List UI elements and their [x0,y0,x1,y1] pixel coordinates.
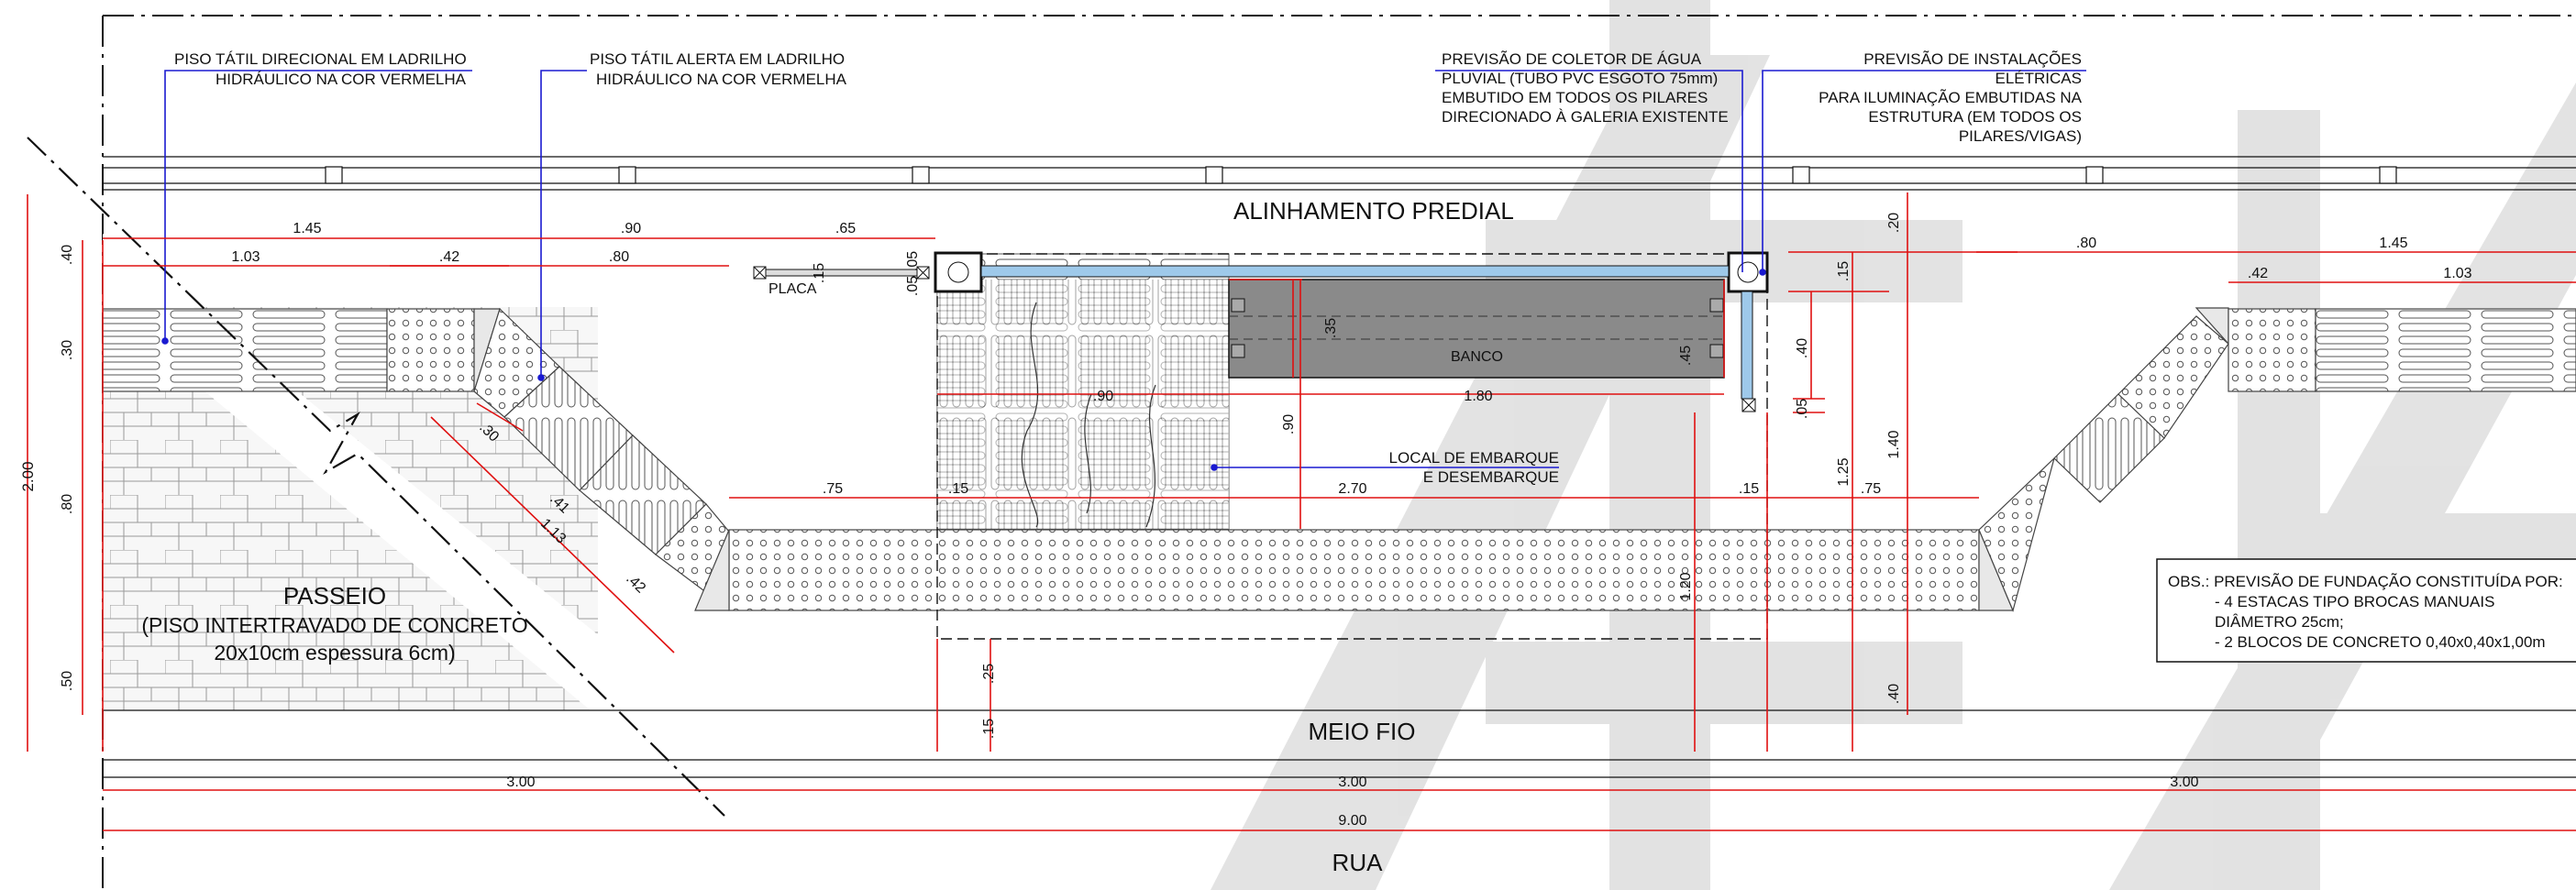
svg-text:.80: .80 [60,494,75,514]
label-placa: PLACA [768,281,817,297]
svg-text:PISO TÁTIL ALERTA EM LADRILHO: PISO TÁTIL ALERTA EM LADRILHO [590,50,845,68]
label-meio-fio: MEIO FIO [1309,718,1416,745]
tactile-band [694,529,2014,611]
svg-text:.90: .90 [1281,414,1297,434]
svg-text:.25: .25 [981,664,997,684]
svg-text:.15: .15 [1739,481,1759,497]
svg-text:1.25: 1.25 [1836,457,1852,486]
svg-text:.20: .20 [1886,213,1902,233]
svg-text:.80: .80 [609,249,629,265]
svg-text:1.45: 1.45 [293,221,321,236]
sign-placa [753,266,930,280]
svg-text:.42: .42 [2248,266,2268,281]
label-passeio-2: (PISO INTERTRAVADO DE CONCRETO [141,613,527,637]
svg-text:EMBUTIDO EM TODOS OS PILARES: EMBUTIDO EM TODOS OS PILARES [1442,89,1708,106]
svg-text:.75: .75 [1861,481,1881,497]
curb-lines [103,709,2576,778]
note-rainwater: PREVISÃO DE COLETOR DE ÁGUA PLUVIAL (TUB… [1442,50,1729,126]
svg-text:.50: .50 [60,671,75,691]
svg-text:- 2 BLOCOS DE CONCRETO 0,40x0,: - 2 BLOCOS DE CONCRETO 0,40x0,40x1,00m [2215,633,2546,651]
svg-text:- 4 ESTACAS TIPO BROCAS MANUAI: - 4 ESTACAS TIPO BROCAS MANUAIS [2215,593,2494,610]
break-line [27,137,725,817]
svg-text:.75: .75 [823,481,843,497]
svg-text:.35: .35 [1323,318,1339,338]
svg-text:3.00: 3.00 [1338,775,1366,790]
svg-text:3.00: 3.00 [506,775,535,790]
pillars [934,251,1769,412]
svg-text:ELÉTRICAS: ELÉTRICAS [1996,70,2082,87]
svg-text:.15: .15 [1836,261,1852,281]
svg-text:1.40: 1.40 [1886,430,1902,458]
note-tactile-directional: PISO TÁTIL DIRECIONAL EM LADRILHO HIDRÁU… [174,50,467,88]
label-embarque-1: LOCAL DE EMBARQUE [1389,449,1559,467]
svg-text:HIDRÁULICO NA COR VERMELHA: HIDRÁULICO NA COR VERMELHA [216,71,467,88]
svg-text:PILARES/VIGAS): PILARES/VIGAS) [1959,127,2082,145]
property-line [103,156,2576,191]
boarding-area [936,253,1230,530]
svg-text:.42: .42 [623,571,648,597]
svg-text:.80: .80 [2076,236,2096,251]
obs-box: OBS.: PREVISÃO DE FUNDAÇÃO CONSTITUÍDA P… [2156,558,2576,663]
label-banco: BANCO [1451,349,1503,365]
svg-text:.15: .15 [948,481,968,497]
svg-text:.05: .05 [1795,399,1810,419]
leaders [161,70,2086,471]
svg-text:PARA ILUMINAÇÃO EMBUTIDAS NA: PARA ILUMINAÇÃO EMBUTIDAS NA [1819,89,2083,106]
svg-text:PISO TÁTIL DIRECIONAL EM LADRI: PISO TÁTIL DIRECIONAL EM LADRILHO [174,50,467,68]
label-passeio-3: 20x10cm espessura 6cm) [214,641,455,665]
svg-text:.45: .45 [1678,346,1694,366]
svg-text:DIÂMETRO 25cm;: DIÂMETRO 25cm; [2215,613,2344,631]
dimension-lines [27,192,2576,831]
svg-text:OBS.: PREVISÃO DE FUNDAÇÃO CON: OBS.: PREVISÃO DE FUNDAÇÃO CONSTITUÍDA P… [2168,573,2563,590]
svg-text:ESTRUTURA (EM TODOS OS: ESTRUTURA (EM TODOS OS [1868,108,2082,126]
bench [1228,279,1725,379]
svg-text:.65: .65 [835,221,856,236]
svg-text:.05: .05 [905,251,921,271]
label-embarque-2: E DESEMBARQUE [1423,468,1559,486]
svg-text:1.03: 1.03 [231,249,260,265]
label-passeio-1: PASSEIO [283,582,386,610]
svg-text:DIRECIONADO À GALERIA EXISTENT: DIRECIONADO À GALERIA EXISTENTE [1442,108,1729,126]
shelter-outline [936,253,1768,640]
tactile-right [1978,307,2576,612]
svg-text:PLUVIAL (TUBO PVC ESGOTO 75mm): PLUVIAL (TUBO PVC ESGOTO 75mm) [1442,70,1718,87]
svg-text:.05: .05 [905,276,921,296]
svg-text:.30: .30 [60,340,75,360]
label-alinhamento: ALINHAMENTO PREDIAL [1233,197,1514,225]
watermark-logo [1211,0,2576,890]
svg-text:.90: .90 [1093,389,1113,404]
label-rua: RUA [1332,849,1384,876]
svg-text:HIDRÁULICO NA COR VERMELHA: HIDRÁULICO NA COR VERMELHA [596,71,847,88]
svg-text:2.70: 2.70 [1338,481,1366,497]
svg-text:3.00: 3.00 [2170,775,2198,790]
svg-text:1.03: 1.03 [2443,266,2471,281]
svg-text:PREVISÃO DE COLETOR DE ÁGUA: PREVISÃO DE COLETOR DE ÁGUA [1442,50,1702,68]
svg-text:1.45: 1.45 [2379,236,2407,251]
svg-text:2.00: 2.00 [19,461,37,491]
svg-text:.15: .15 [981,719,997,739]
svg-text:9.00: 9.00 [1338,813,1366,829]
svg-text:.90: .90 [621,221,641,236]
svg-text:.15: .15 [812,263,827,283]
svg-text:.40: .40 [1886,684,1902,704]
note-tactile-alert: PISO TÁTIL ALERTA EM LADRILHO HIDRÁULICO… [590,50,847,88]
note-electrical: PREVISÃO DE INSTALAÇÕES ELÉTRICAS PARA I… [1819,50,2083,145]
svg-text:.42: .42 [439,249,459,265]
svg-text:1.20: 1.20 [1678,572,1694,600]
svg-text:PREVISÃO DE INSTALAÇÕES: PREVISÃO DE INSTALAÇÕES [1863,50,2082,68]
svg-text:1.80: 1.80 [1464,389,1492,404]
svg-text:.40: .40 [60,245,75,265]
svg-text:.40: .40 [1795,338,1810,358]
